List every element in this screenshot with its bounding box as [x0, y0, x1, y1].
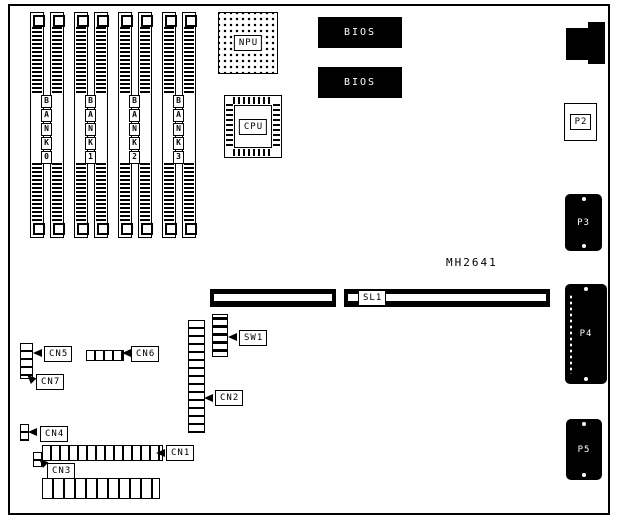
slot-stripe [214, 294, 332, 301]
cpu-label: CPU [238, 118, 268, 135]
cn6-connector [86, 350, 124, 361]
cn5-cn7-connector [20, 343, 33, 379]
port-p4: P4 [565, 284, 607, 384]
cn3-label: CN3 [47, 463, 76, 479]
keyboard-connector [566, 28, 590, 60]
simm-slot [138, 12, 153, 238]
npu-label: NPU [233, 35, 263, 51]
bios-top-label: BIOS [343, 27, 377, 38]
simm-slot [182, 12, 197, 238]
bios-chip-top: BIOS [318, 17, 402, 48]
cn7-label: CN7 [36, 374, 65, 390]
mounting-hole [582, 422, 586, 426]
p4-pin-dots [569, 294, 574, 374]
part-number: MH2641 [446, 256, 498, 269]
simm-slot [94, 12, 109, 238]
bios-bottom-label: BIOS [343, 77, 377, 88]
p3-label: P3 [577, 217, 590, 228]
sw1-label: SW1 [239, 330, 268, 346]
cn1-pointer [156, 449, 165, 457]
cpu-pins-left [226, 104, 233, 149]
mounting-hole [581, 197, 586, 201]
bios-chip-bottom: BIOS [318, 67, 402, 98]
expansion-slot [210, 289, 336, 307]
simm-slot [50, 12, 65, 238]
mounting-hole [582, 473, 586, 477]
cpu-pins-bottom [233, 149, 273, 156]
cn6-pointer [122, 349, 131, 357]
mounting-hole [581, 244, 586, 248]
cn2-pointer [204, 394, 213, 402]
cn3-connector [33, 452, 42, 467]
keyboard-connector [588, 22, 605, 64]
port-p3: P3 [565, 194, 602, 251]
mounting-hole [584, 287, 588, 291]
expansion-slot-sl1 [344, 289, 550, 307]
port-p2: P2 [564, 103, 597, 141]
sw1-pointer [228, 333, 237, 341]
sw1-switch [212, 314, 228, 357]
cn5-label: CN5 [44, 346, 73, 362]
cn4-pointer [28, 428, 37, 436]
cn1-label: CN1 [166, 445, 195, 461]
cn2-connector [188, 320, 205, 433]
slot-stripe [348, 294, 546, 301]
sl1-label: SL1 [358, 290, 387, 306]
bottom-header-connector [42, 478, 160, 499]
npu-socket: NPU [218, 12, 278, 74]
cn6-label: CN6 [131, 346, 160, 362]
cn2-label: CN2 [215, 390, 244, 406]
p5-label: P5 [577, 444, 591, 455]
board-outline [8, 4, 610, 515]
cn5-pointer [33, 349, 42, 357]
cpu-pins-top [233, 97, 273, 104]
p4-label: P4 [579, 329, 593, 339]
port-p5: P5 [566, 419, 602, 480]
p2-label: P2 [569, 114, 592, 130]
cpu-pins-right [273, 104, 280, 149]
cpu-chip: CPU [224, 95, 282, 158]
cn1-connector [42, 445, 163, 461]
cn4-label: CN4 [40, 426, 69, 442]
simm-slot [30, 12, 45, 238]
mounting-hole [584, 377, 588, 381]
